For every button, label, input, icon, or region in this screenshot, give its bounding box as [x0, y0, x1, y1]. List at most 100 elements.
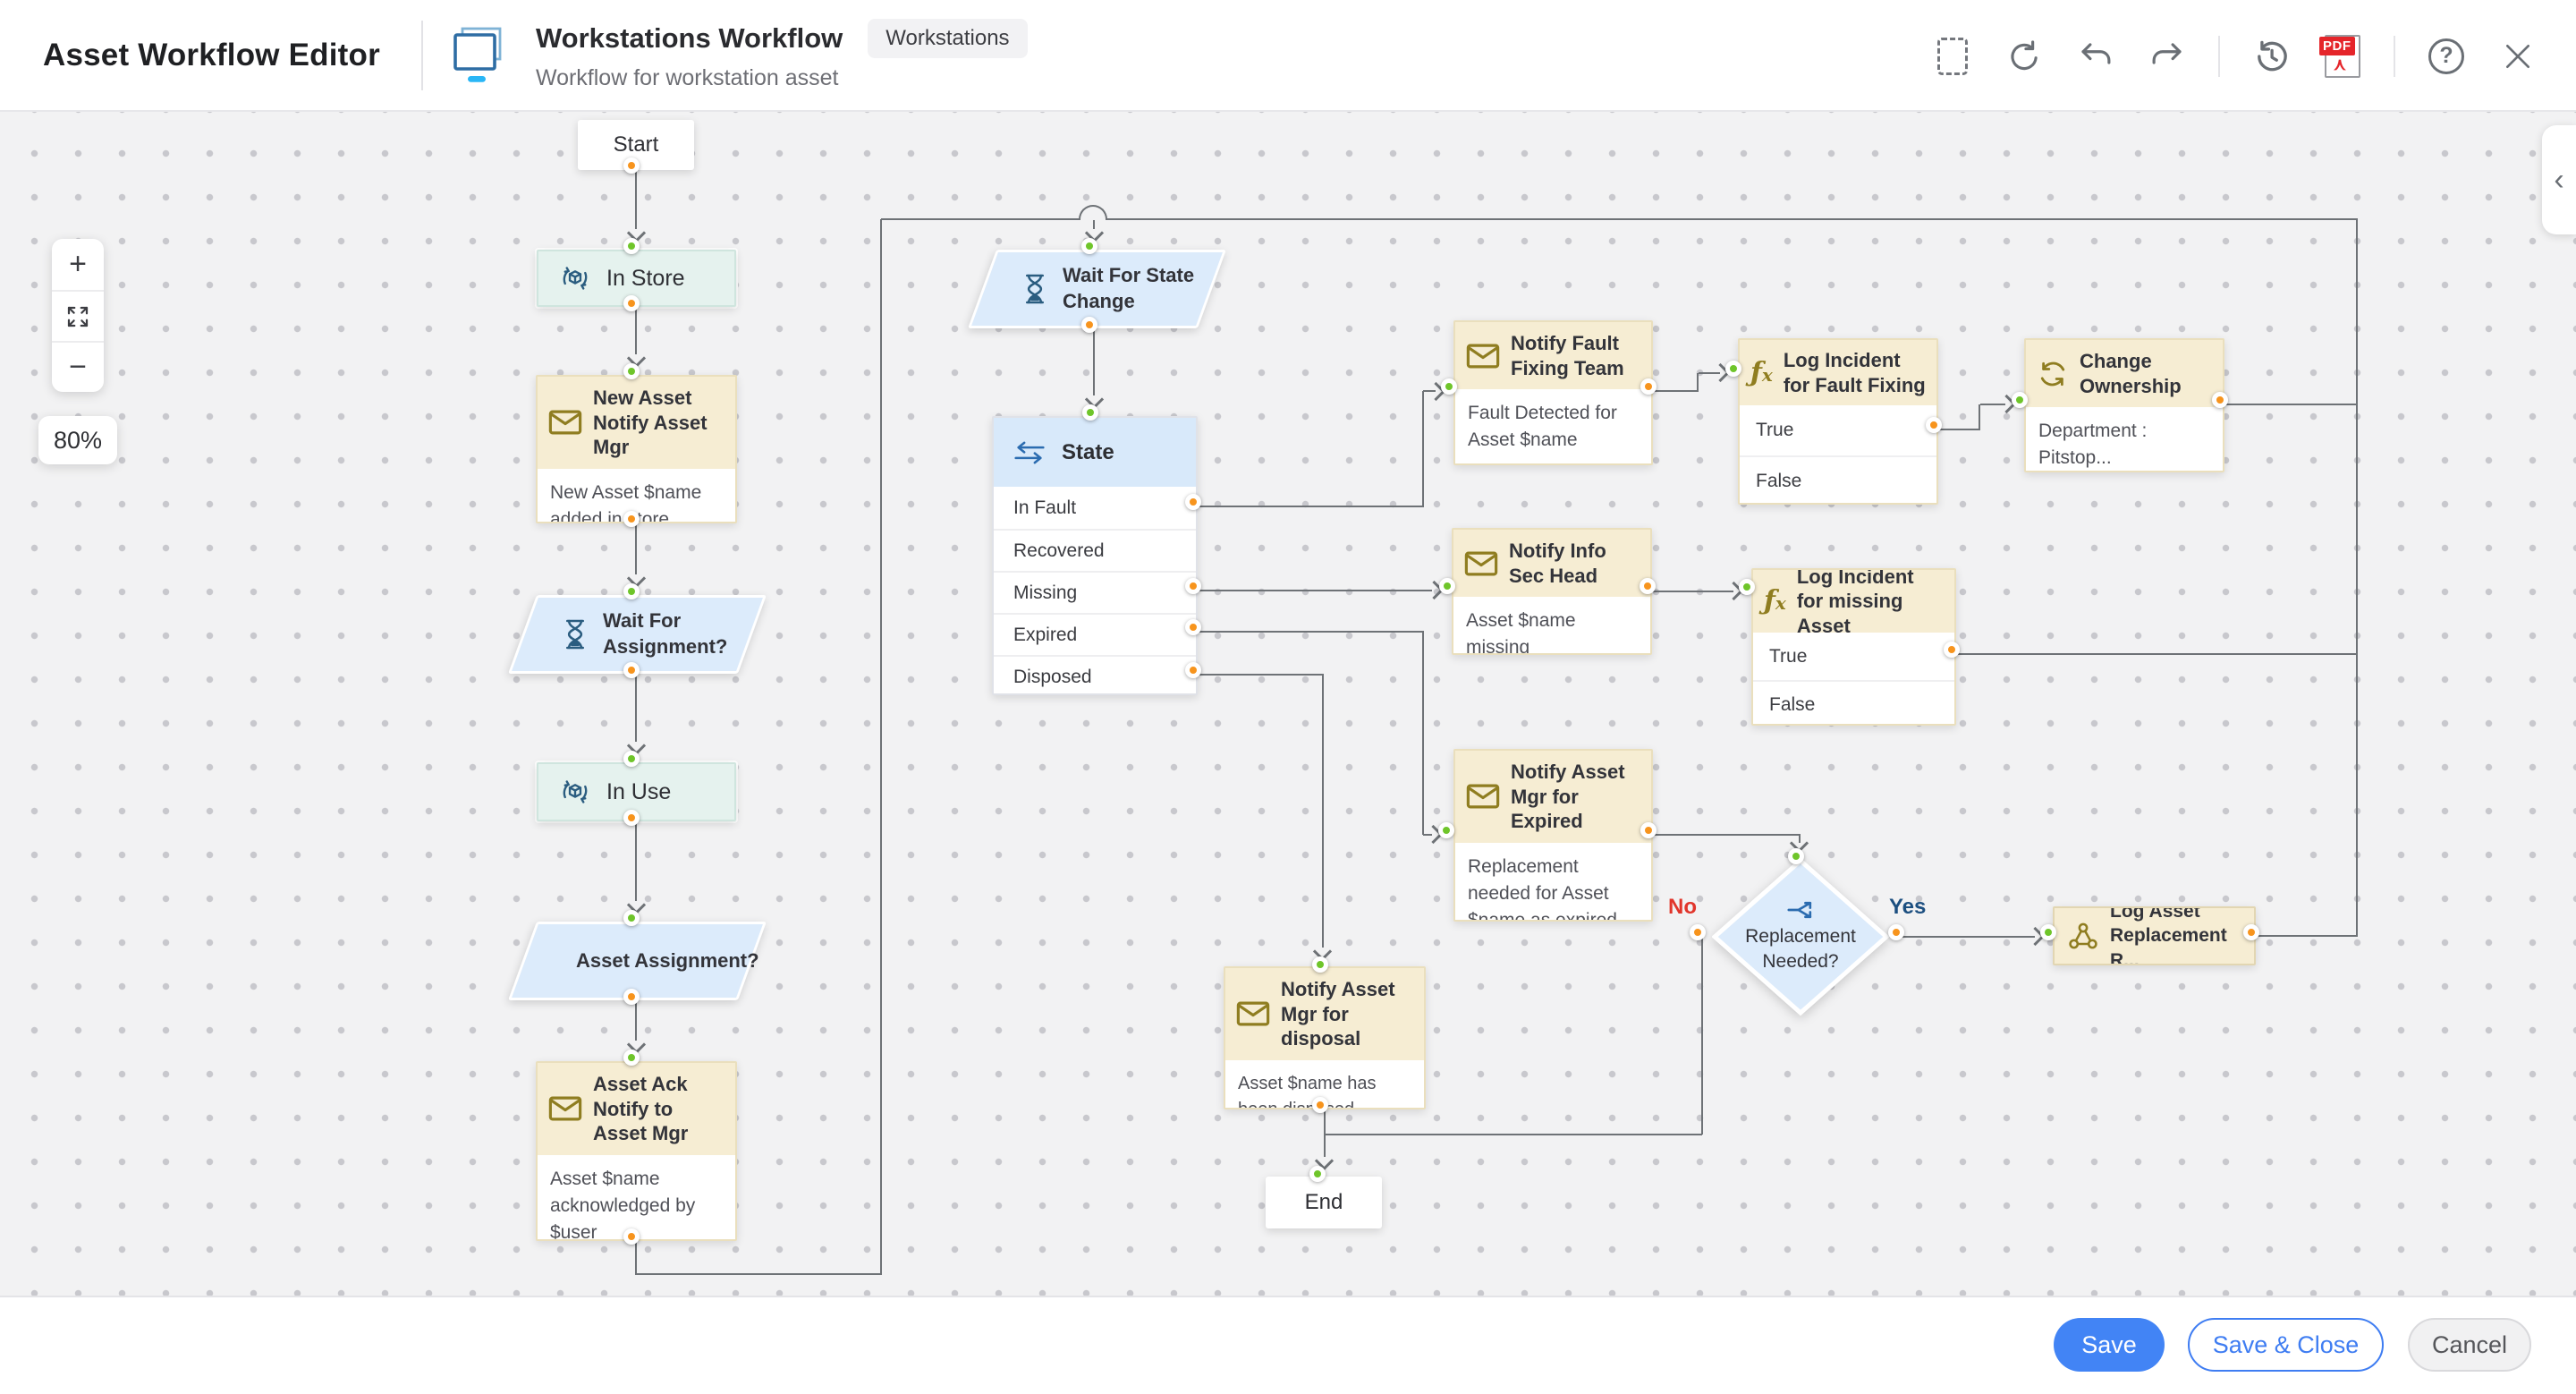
input-port[interactable] — [623, 363, 640, 379]
input-port[interactable] — [623, 238, 640, 254]
output-port[interactable] — [623, 662, 640, 678]
node-asset-assignment[interactable]: Asset Assignment? — [507, 922, 767, 1000]
marquee-select-icon — [1937, 37, 1968, 75]
input-port[interactable] — [1081, 238, 1097, 254]
node-notify-expired[interactable]: Notify Asset Mgr for Expired Replacement… — [1453, 749, 1653, 922]
output-port[interactable] — [1690, 924, 1706, 940]
output-port[interactable] — [1944, 642, 1960, 658]
node-log-asset-replacement[interactable]: Log Asset Replacement R... — [2053, 906, 2256, 965]
toolbar-divider — [2218, 35, 2220, 77]
export-pdf-button[interactable]: PDF ⋏ — [2319, 34, 2363, 78]
output-port[interactable] — [1640, 378, 1657, 395]
state-branch-disposed[interactable]: Disposed — [994, 655, 1196, 693]
process-nodes-icon — [2069, 922, 2097, 949]
output-port[interactable] — [2212, 392, 2228, 408]
undo-button[interactable] — [2075, 36, 2116, 77]
output-port[interactable] — [623, 810, 640, 826]
edge-segment — [1324, 1109, 1326, 1157]
node-log-incident-missing[interactable]: ƒx Log Incident for missing Asset True F… — [1751, 568, 1956, 726]
marquee-select-button[interactable] — [1932, 36, 1973, 77]
edge-segment — [1422, 391, 1424, 506]
zoom-in-button[interactable]: + — [69, 247, 87, 281]
save-and-close-button[interactable]: Save & Close — [2188, 1318, 2384, 1372]
node-new-asset-notify[interactable]: New Asset Notify Asset Mgr New Asset $na… — [536, 375, 737, 523]
node-asset-ack-notify[interactable]: Asset Ack Notify to Asset Mgr Asset $nam… — [536, 1061, 737, 1241]
collapse-panel-tab[interactable]: ‹ — [2542, 125, 2576, 234]
input-port[interactable] — [1309, 1166, 1326, 1182]
node-state[interactable]: State In Fault Recovered Missing Expired… — [992, 416, 1198, 695]
header-divider — [420, 20, 423, 90]
input-port[interactable] — [1439, 578, 1455, 594]
node-start[interactable]: Start — [578, 120, 694, 170]
node-end[interactable]: End — [1266, 1177, 1382, 1228]
output-port[interactable] — [1185, 662, 1201, 678]
zoom-out-button[interactable]: − — [52, 341, 104, 392]
workflow-canvas[interactable] — [0, 112, 2576, 1296]
input-port[interactable] — [623, 751, 640, 767]
node-notify-info-sec[interactable]: Notify Info Sec Head Asset $name missing — [1452, 528, 1652, 655]
node-log-incident-fault[interactable]: ƒx Log Incident for Fault Fixing True Fa… — [1738, 338, 1938, 505]
edge-segment — [1422, 632, 1424, 835]
output-port[interactable] — [1888, 924, 1904, 940]
input-port[interactable] — [623, 1050, 640, 1066]
email-icon — [548, 410, 582, 435]
node-wait-for-state-change[interactable]: Wait For State Change — [967, 250, 1227, 328]
input-port[interactable] — [1438, 822, 1454, 838]
state-branch-expired[interactable]: Expired — [994, 613, 1196, 655]
output-port[interactable] — [1185, 494, 1201, 510]
history-icon — [2258, 40, 2287, 71]
output-port[interactable] — [623, 295, 640, 311]
output-port[interactable] — [1640, 578, 1656, 594]
zoom-level-badge[interactable]: 80% — [38, 416, 117, 464]
input-port[interactable] — [1788, 848, 1804, 864]
node-wait-for-assignment[interactable]: Wait For Assignment? — [507, 595, 767, 674]
input-port[interactable] — [2012, 392, 2028, 408]
node-notify-fault-fixing[interactable]: Notify Fault Fixing Team Fault Detected … — [1453, 320, 1653, 465]
edge-segment — [1697, 373, 1699, 391]
input-port[interactable] — [2040, 924, 2056, 940]
toolbar-divider — [2394, 35, 2395, 77]
state-branch-missing[interactable]: Missing — [994, 571, 1196, 613]
help-button[interactable]: ? — [2426, 36, 2467, 77]
input-port[interactable] — [1312, 956, 1328, 973]
refresh-button[interactable] — [2004, 36, 2045, 77]
input-port[interactable] — [1082, 404, 1098, 421]
input-port[interactable] — [1725, 361, 1741, 377]
output-port[interactable] — [1640, 822, 1657, 838]
edge-segment — [1653, 390, 1699, 392]
branch-false[interactable]: False — [1753, 680, 1954, 724]
output-port[interactable] — [1081, 317, 1097, 333]
node-replacement-needed[interactable]: Replacement Needed? — [1712, 858, 1889, 1016]
edge-segment — [635, 1241, 637, 1275]
node-label: End — [1304, 1190, 1343, 1214]
branch-true[interactable]: True — [1753, 633, 1954, 680]
save-button[interactable]: Save — [2054, 1318, 2165, 1372]
output-port[interactable] — [1185, 578, 1201, 594]
state-branch-recovered[interactable]: Recovered — [994, 529, 1196, 571]
input-port[interactable] — [623, 583, 640, 599]
refresh-icon — [2011, 39, 2038, 70]
output-port[interactable] — [1185, 619, 1201, 635]
output-port[interactable] — [2243, 924, 2259, 940]
input-port[interactable] — [1739, 579, 1755, 595]
cancel-button[interactable]: Cancel — [2408, 1318, 2531, 1372]
input-port[interactable] — [1441, 378, 1457, 395]
email-icon — [1236, 1001, 1270, 1026]
output-port[interactable] — [623, 989, 640, 1005]
node-body: Asset $name has been disposed successful… — [1238, 1073, 1377, 1109]
node-change-ownership[interactable]: Change Ownership Department : Pitstop... — [2024, 338, 2224, 472]
input-port[interactable] — [623, 910, 640, 926]
output-port[interactable] — [623, 1228, 640, 1245]
branch-false[interactable]: False — [1740, 455, 1936, 503]
output-port[interactable] — [1926, 417, 1942, 433]
history-button[interactable] — [2250, 36, 2292, 77]
redo-button[interactable] — [2147, 36, 2188, 77]
fit-screen-button[interactable] — [52, 290, 104, 341]
node-notify-disposal[interactable]: Notify Asset Mgr for disposal Asset $nam… — [1224, 966, 1426, 1109]
output-port[interactable] — [623, 511, 640, 527]
branch-true[interactable]: True — [1740, 405, 1936, 455]
output-port[interactable] — [623, 157, 640, 174]
output-port[interactable] — [1312, 1097, 1328, 1113]
state-branch-in-fault[interactable]: In Fault — [994, 487, 1196, 529]
close-button[interactable] — [2497, 36, 2538, 77]
